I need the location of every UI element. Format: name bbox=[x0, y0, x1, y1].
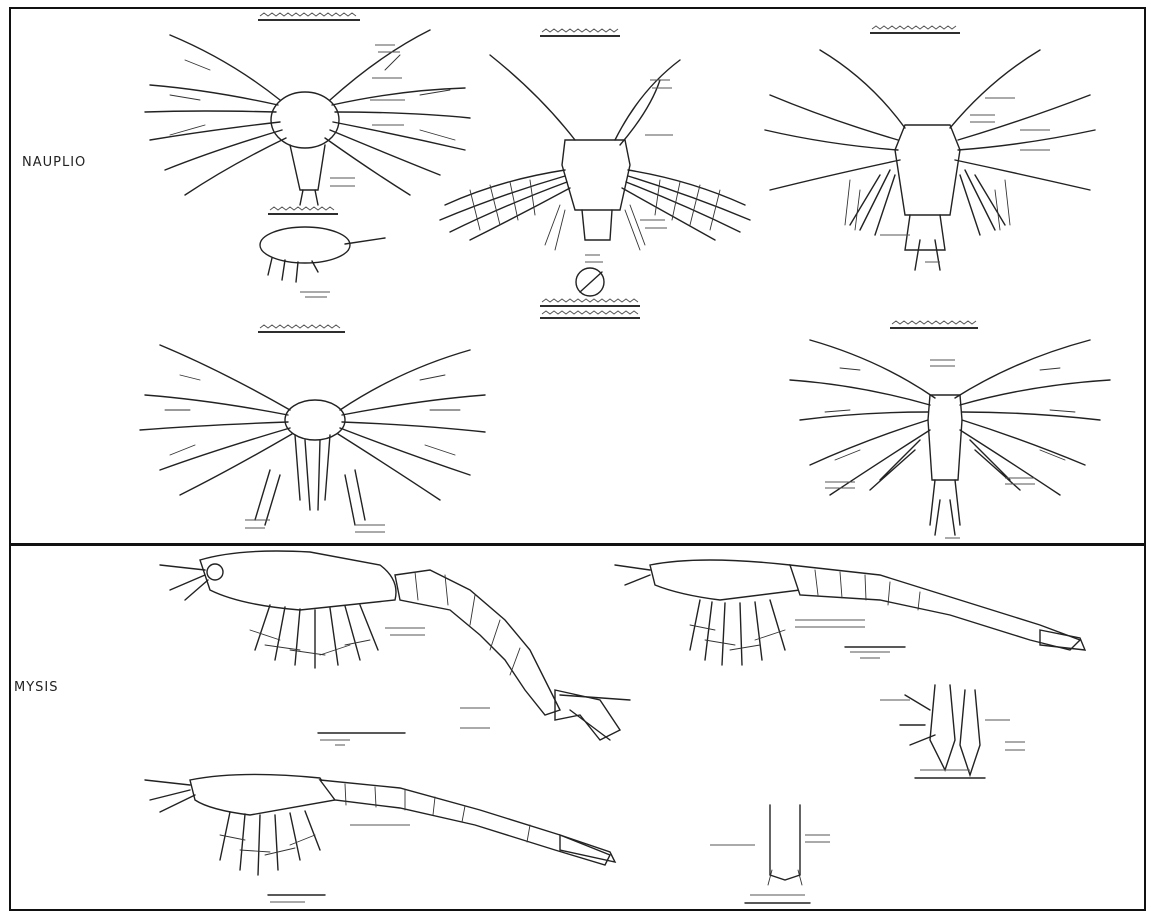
nauplius-drawing-2 bbox=[440, 29, 750, 318]
caption-scribble bbox=[260, 13, 356, 16]
mysis-1-carapace bbox=[200, 551, 396, 610]
mysis-1-abdomen bbox=[395, 570, 560, 715]
mysis-2-carapace bbox=[650, 560, 800, 600]
mysis-drawing-3 bbox=[145, 774, 615, 902]
nauplius-lateral-view bbox=[260, 207, 385, 297]
mysis-2-abdomen bbox=[790, 565, 1080, 650]
mysis-drawing-2 bbox=[615, 560, 1085, 665]
mysis-drawing-1 bbox=[160, 551, 630, 745]
nauplius-drawing-3 bbox=[765, 26, 1095, 270]
nauplius-drawing-4 bbox=[140, 325, 485, 532]
nauplius-drawing-1 bbox=[145, 13, 470, 205]
mysis-3-carapace bbox=[190, 774, 335, 815]
nauplius-drawing-5 bbox=[790, 321, 1110, 538]
telson-detail-2 bbox=[710, 805, 830, 903]
nauplius-4-body bbox=[285, 400, 345, 440]
nauplius-2-body bbox=[562, 140, 630, 210]
nauplius-tail bbox=[290, 145, 325, 190]
nauplius-3-body bbox=[895, 125, 960, 215]
mysis-3-abdomen bbox=[320, 780, 610, 865]
lateral-body bbox=[260, 227, 350, 263]
telson-detail-1 bbox=[880, 685, 1025, 778]
nauplius-5-body bbox=[928, 395, 962, 480]
